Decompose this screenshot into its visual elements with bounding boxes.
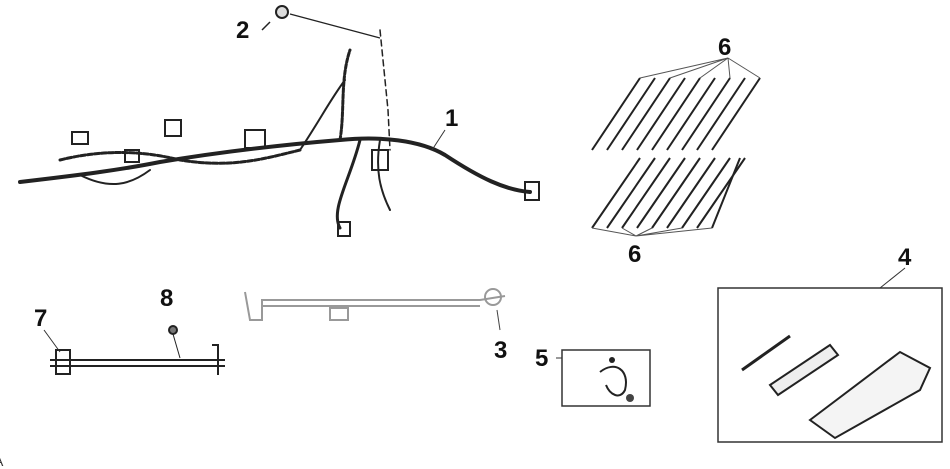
callout-1: 1 bbox=[445, 105, 458, 132]
callout-4: 4 bbox=[898, 244, 912, 271]
callout-8: 8 bbox=[160, 285, 173, 312]
ground-cable bbox=[50, 325, 225, 375]
corner-mark: A bbox=[0, 453, 4, 469]
bolt-part bbox=[261, 5, 381, 39]
callout-5: 5 bbox=[535, 345, 548, 372]
cable-ties-leaders bbox=[591, 57, 761, 237]
callout-3: 3 bbox=[494, 337, 507, 364]
callout-6-top: 6 bbox=[718, 34, 731, 61]
clamp-set bbox=[561, 349, 651, 407]
cable-ties bbox=[591, 77, 761, 229]
battery-cable bbox=[244, 288, 506, 331]
tool-kit bbox=[717, 267, 943, 443]
callout-2: 2 bbox=[236, 17, 249, 44]
callout-7: 7 bbox=[34, 305, 47, 332]
wiring-harness bbox=[18, 29, 540, 237]
leader-lines bbox=[43, 129, 562, 359]
callout-6-bottom: 6 bbox=[628, 241, 641, 268]
